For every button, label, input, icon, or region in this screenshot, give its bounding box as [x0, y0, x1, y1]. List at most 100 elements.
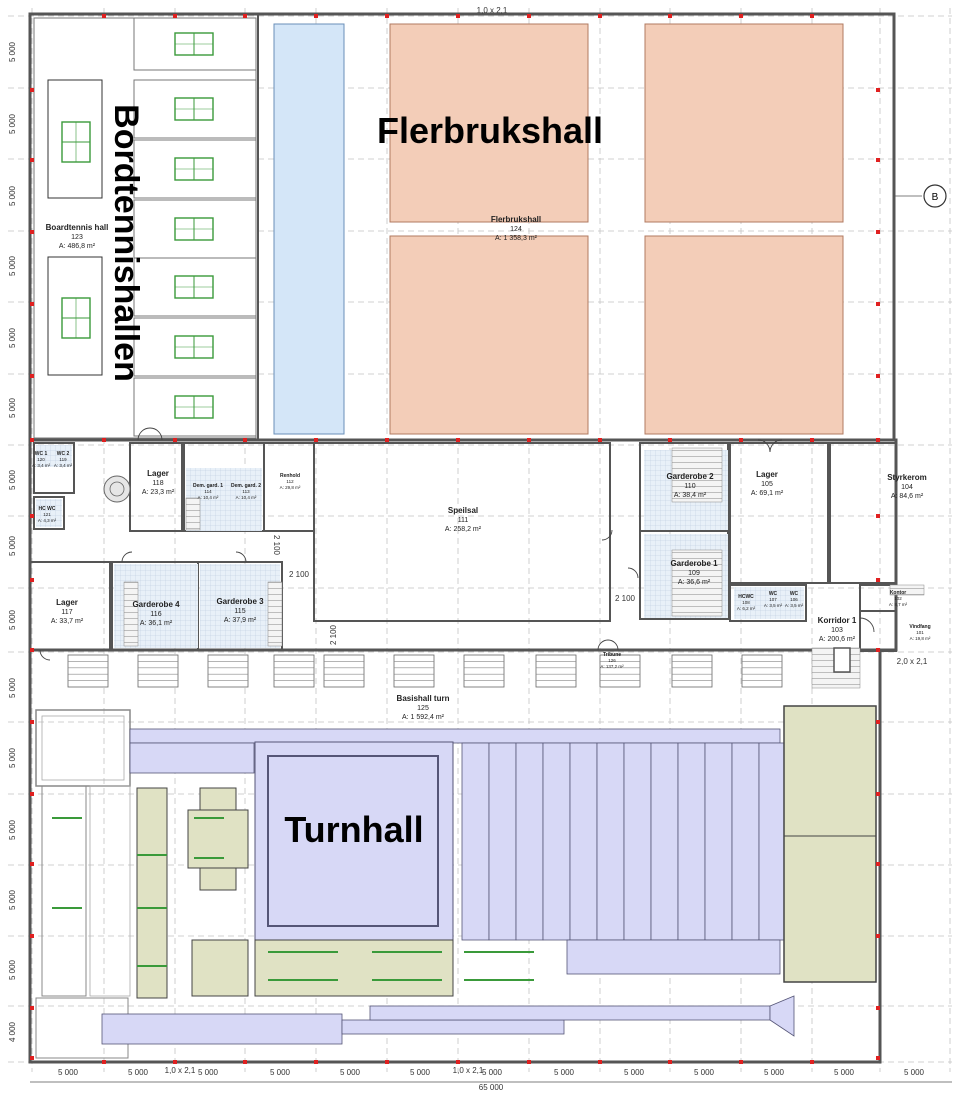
- dimension-label: 5 000: [624, 1068, 645, 1077]
- svg-text:A: 29,8 m²: A: 29,8 m²: [280, 485, 301, 490]
- column-marker: [385, 1060, 389, 1064]
- svg-text:102: 102: [894, 596, 902, 601]
- svg-text:A: 137,2 m²: A: 137,2 m²: [600, 664, 624, 669]
- room-label-lager117: Lager 117 A: 33,7 m²: [51, 598, 84, 625]
- svg-text:Flerbrukshall: Flerbrukshall: [491, 215, 541, 224]
- table-court-1: [47, 79, 103, 199]
- column-marker: [527, 438, 531, 442]
- equipment-bars: [52, 817, 534, 981]
- column-marker: [598, 1060, 602, 1064]
- svg-text:103: 103: [831, 627, 843, 634]
- dimension-label: 5 000: [764, 1068, 785, 1077]
- column-marker: [30, 792, 34, 796]
- svg-text:Boardtennis hall: Boardtennis hall: [46, 223, 109, 232]
- flerbrukshall-title: Flerbrukshall: [377, 110, 603, 151]
- tribune-block: [67, 654, 109, 688]
- dimension-label: 5 000: [8, 609, 17, 630]
- column-marker: [30, 514, 34, 518]
- room-label-garderobe2: Garderobe 2 110 A: 38,4 m²: [666, 472, 714, 499]
- track-strip: [677, 742, 706, 941]
- svg-text:A: 3,5 m²: A: 3,5 m²: [785, 603, 804, 608]
- bottom-wall-tag-2: 1,0 x 2,1: [453, 1066, 484, 1075]
- dimension-label: 5 000: [8, 113, 17, 134]
- dimension-label: 4 000: [8, 1021, 17, 1042]
- column-marker: [243, 14, 247, 18]
- corridor-dim-4: 2 100: [329, 624, 338, 645]
- track-strip: [515, 742, 544, 941]
- svg-text:121: 121: [43, 512, 51, 517]
- dimension-label: 5 000: [8, 41, 17, 62]
- svg-text:112: 112: [286, 479, 294, 484]
- track-strip: [623, 742, 652, 941]
- svg-text:104: 104: [901, 484, 913, 491]
- corridor-dim-3: 2 100: [272, 535, 281, 556]
- svg-text:116: 116: [150, 611, 161, 618]
- dimension-label: 5 000: [8, 959, 17, 980]
- column-marker: [173, 1060, 177, 1064]
- grid-marker: B: [894, 184, 947, 208]
- gym-runway-top: [129, 728, 781, 744]
- svg-text:123: 123: [71, 234, 83, 241]
- svg-text:A: 8,7 m²: A: 8,7 m²: [889, 602, 908, 607]
- court-bottom-right: [644, 235, 844, 435]
- dimension-label: 5 000: [8, 327, 17, 348]
- tribune-block: [463, 654, 505, 688]
- track-strip: [461, 742, 490, 941]
- column-marker: [876, 1006, 880, 1010]
- bottom-wall-tag-1: 1,0 x 2,1: [165, 1066, 196, 1075]
- dimension-label: 5 000: [904, 1068, 925, 1077]
- svg-text:Tribune: Tribune: [603, 652, 621, 658]
- column-marker: [668, 438, 672, 442]
- column-marker: [30, 720, 34, 724]
- svg-text:109: 109: [688, 570, 700, 577]
- door-swings: [39, 427, 875, 661]
- room-label-flerbrukshall: Flerbrukshall 124 A: 1 358,3 m²: [491, 215, 541, 242]
- room-label-wc107: WC 107 A: 3,5 m²: [764, 591, 783, 608]
- column-marker: [876, 648, 880, 652]
- column-marker: [527, 1060, 531, 1064]
- spiral-stair-icon: [103, 475, 131, 503]
- table-court-2: [47, 256, 103, 376]
- total-dimension: 65 000: [479, 1083, 504, 1092]
- svg-text:111: 111: [458, 517, 469, 524]
- column-marker: [30, 374, 34, 378]
- svg-text:Vindfang: Vindfang: [909, 624, 930, 630]
- stairs: [123, 447, 925, 689]
- track-strip: [542, 742, 571, 941]
- column-marker: [876, 720, 880, 724]
- svg-text:A: 1 358,3 m²: A: 1 358,3 m²: [495, 235, 538, 242]
- room-label-lager105: Lager 105 A: 69,1 m²: [751, 470, 784, 497]
- svg-text:113: 113: [242, 489, 250, 494]
- svg-text:Lager: Lager: [56, 598, 78, 607]
- svg-text:Renhold: Renhold: [280, 473, 300, 479]
- svg-text:120: 120: [37, 457, 45, 462]
- court-bottom-left: [389, 235, 589, 435]
- dimension-label: 5 000: [8, 889, 17, 910]
- svg-text:A: 3,4 m²: A: 3,4 m²: [32, 463, 51, 468]
- tribune-block: [599, 654, 641, 688]
- svg-text:125: 125: [417, 705, 429, 712]
- room-label-garderobe4: Garderobe 4 116 A: 36,1 m²: [132, 600, 180, 627]
- room-label-lager118: Lager 118 A: 23,3 m²: [142, 469, 175, 496]
- dimension-label: 5 000: [834, 1068, 855, 1077]
- svg-text:A: 4,3 m²: A: 4,3 m²: [38, 518, 57, 523]
- svg-text:A: 6,2 m²: A: 6,2 m²: [737, 606, 756, 611]
- column-marker: [876, 302, 880, 306]
- svg-text:118: 118: [152, 480, 163, 487]
- column-marker: [876, 88, 880, 92]
- bordtennishall-area: [33, 17, 257, 439]
- room-label-wc1: WC 1 120 A: 3,4 m²: [32, 451, 51, 468]
- svg-text:A: 1 592,4 m²: A: 1 592,4 m²: [402, 714, 445, 721]
- column-marker: [243, 1060, 247, 1064]
- track-strips: [461, 742, 787, 941]
- dimension-label: 5 000: [270, 1068, 291, 1077]
- svg-text:119: 119: [59, 457, 67, 462]
- column-marker: [876, 792, 880, 796]
- table-bay: [133, 79, 257, 139]
- svg-text:WC 2: WC 2: [57, 451, 70, 457]
- column-marker: [456, 14, 460, 18]
- table-bay: [133, 317, 257, 377]
- dimension-label: 5 000: [482, 1068, 503, 1077]
- svg-text:126: 126: [608, 658, 616, 663]
- room-label-garderobe3: Garderobe 3 115 A: 37,9 m²: [216, 597, 264, 624]
